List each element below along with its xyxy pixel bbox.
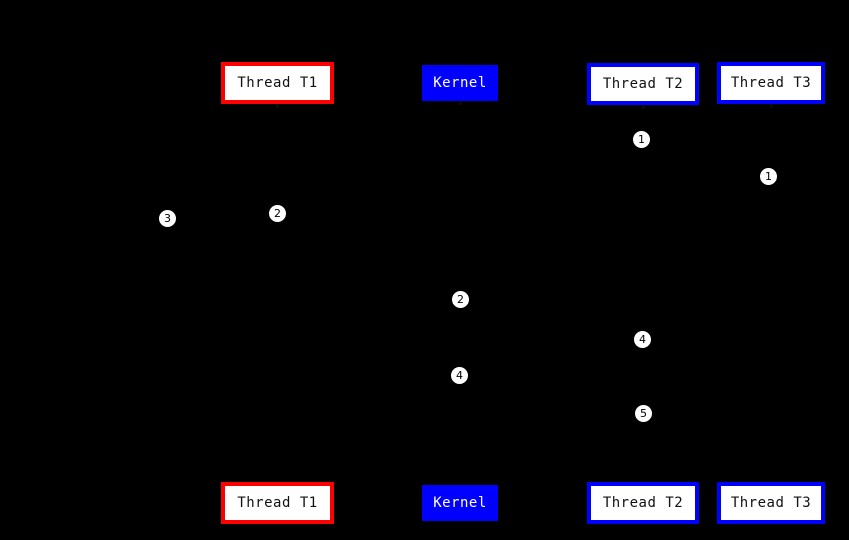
lifeline-notch-thread-t3-head	[770, 104, 773, 108]
message-arrow-5	[460, 339, 643, 340]
participant-foot-label-kernel: Kernel	[433, 495, 487, 511]
lifeline-notch-thread-t2-head	[642, 105, 645, 109]
participant-head-kernel[interactable]: Kernel	[422, 65, 498, 101]
participant-head-thread-t1[interactable]: Thread T1	[221, 62, 334, 104]
lifeline-thread-t1	[277, 104, 278, 482]
message-arrow-1	[643, 139, 771, 140]
participant-foot-label-thread-t1: Thread T1	[237, 495, 318, 511]
participant-label-thread-t2: Thread T2	[602, 76, 684, 92]
step-marker[interactable]: 4	[450, 366, 469, 385]
step-marker-label: 3	[164, 212, 171, 225]
participant-label-thread-t3: Thread T3	[730, 75, 812, 91]
participant-label-kernel: Kernel	[433, 75, 487, 91]
message-arrow-4	[277, 299, 460, 300]
step-marker[interactable]: 1	[632, 130, 651, 149]
participant-label-thread-t1: Thread T1	[237, 75, 318, 91]
message-arrow-3	[167, 218, 277, 219]
step-marker-label: 4	[639, 333, 646, 346]
step-marker-label: 5	[640, 407, 647, 420]
step-marker-label: 2	[457, 293, 464, 306]
lifeline-thread-t2	[643, 105, 644, 482]
step-marker-label: 2	[274, 207, 281, 220]
step-marker[interactable]: 1	[759, 167, 778, 186]
step-marker-label: 1	[638, 133, 645, 146]
participant-foot-thread-t2[interactable]: Thread T2	[587, 482, 699, 524]
participant-head-thread-t2[interactable]: Thread T2	[587, 63, 699, 105]
participant-foot-label-thread-t2: Thread T2	[602, 495, 684, 511]
participant-foot-thread-t1[interactable]: Thread T1	[221, 482, 334, 524]
step-marker-label: 1	[765, 170, 772, 183]
participant-foot-label-thread-t3: Thread T3	[730, 495, 812, 511]
step-marker[interactable]: 5	[634, 404, 653, 423]
lifeline-notch-kernel-head	[459, 101, 462, 105]
lifeline-thread-t3	[771, 104, 772, 482]
step-marker[interactable]: 2	[268, 204, 287, 223]
participant-foot-kernel[interactable]: Kernel	[422, 485, 498, 521]
step-marker-label: 4	[456, 369, 463, 382]
step-marker[interactable]: 3	[158, 209, 177, 228]
message-arrow-2	[277, 176, 771, 177]
participant-foot-thread-t3[interactable]: Thread T3	[717, 482, 825, 524]
step-marker[interactable]: 2	[451, 290, 470, 309]
lifeline-notch-thread-t1-head	[276, 104, 279, 108]
message-arrow-6	[460, 413, 643, 414]
step-marker[interactable]: 4	[633, 330, 652, 349]
participant-head-thread-t3[interactable]: Thread T3	[717, 62, 825, 104]
